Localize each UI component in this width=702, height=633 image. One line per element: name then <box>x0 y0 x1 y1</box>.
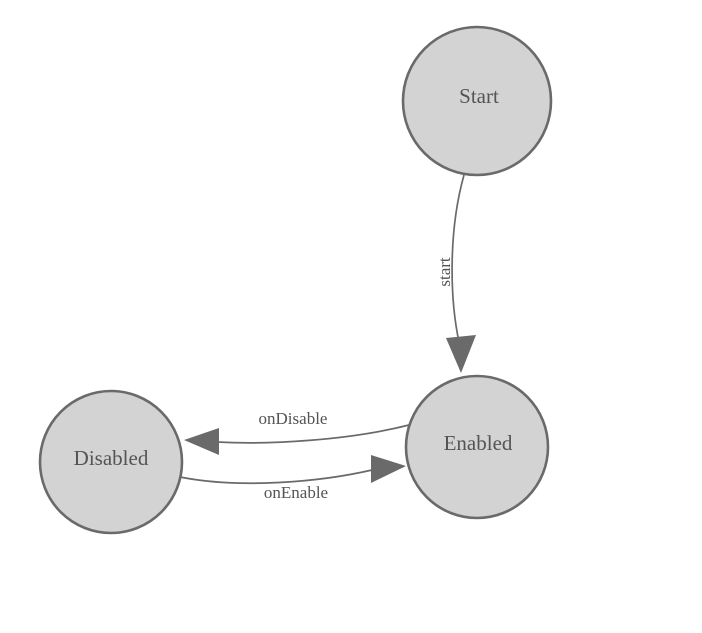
edge-start-to-enabled-path <box>451 174 465 343</box>
node-disabled-label: Disabled <box>74 446 149 470</box>
edge-label-start: start <box>435 257 454 287</box>
edge-label-on-enable: onEnable <box>264 483 328 502</box>
edge-disabled-to-enabled-arrowhead <box>371 455 406 483</box>
edge-label-on-disable: onDisable <box>259 409 328 428</box>
node-disabled-circle <box>38 389 184 535</box>
node-start-circle <box>401 25 553 177</box>
node-enabled-label: Enabled <box>444 431 513 455</box>
edge-disabled-to-enabled[interactable]: onEnable <box>179 455 406 502</box>
edge-disabled-to-enabled-path <box>179 469 373 485</box>
node-enabled[interactable]: Enabled <box>404 374 550 520</box>
node-start[interactable]: Start <box>401 25 553 177</box>
edge-enabled-to-disabled-arrowhead <box>184 428 219 455</box>
node-disabled[interactable]: Disabled <box>38 389 184 535</box>
edge-start-to-enabled[interactable]: start <box>435 174 476 373</box>
node-start-label: Start <box>459 84 499 108</box>
edge-start-to-enabled-arrowhead <box>446 335 476 373</box>
edge-enabled-to-disabled[interactable]: onDisable <box>184 409 410 455</box>
edge-enabled-to-disabled-path <box>216 424 410 444</box>
node-enabled-circle <box>404 374 550 520</box>
